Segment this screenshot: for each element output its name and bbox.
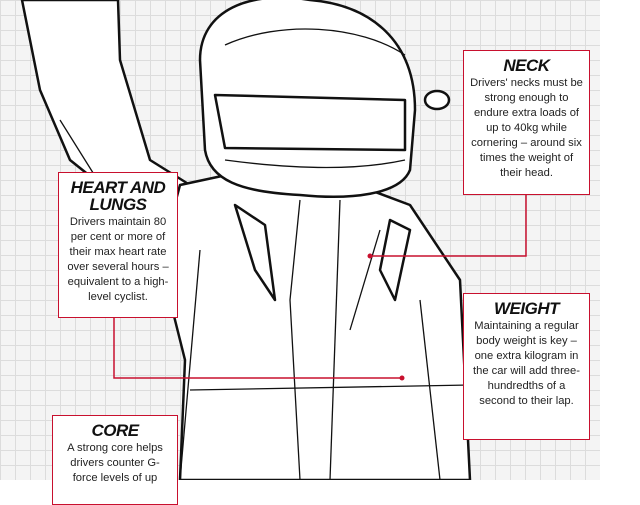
visor-tab (423, 89, 451, 111)
callout-title: NECK (503, 56, 550, 75)
callout-weight: WEIGHT Maintaining a regular body weight… (463, 293, 590, 440)
callout-title: WEIGHT (494, 299, 560, 318)
callout-title: HEART AND LUNGS (70, 178, 166, 214)
visor (213, 93, 407, 152)
callout-text: A strong core helps drivers counter G-fo… (67, 442, 163, 484)
leader-lines (113, 195, 527, 379)
torso (158, 168, 472, 480)
callout-title: CORE (91, 421, 139, 440)
callout-text: Maintaining a regular body weight is key… (473, 320, 580, 407)
collar-left (233, 203, 277, 302)
callout-neck: NECK Drivers' necks must be strong enoug… (463, 50, 590, 195)
collar-right (378, 218, 412, 302)
callout-text: Drivers' necks must be strong enough to … (470, 77, 583, 179)
heart-marker-dot (399, 375, 405, 381)
driver-illustration (20, 0, 527, 480)
callout-heart-and-lungs: HEART AND LUNGS Drivers maintain 80 per … (58, 172, 178, 318)
callout-core: CORE A strong core helps drivers counter… (52, 415, 178, 505)
neck-marker-dot (367, 253, 373, 259)
callout-text: Drivers maintain 80 per cent or more of … (67, 216, 169, 303)
